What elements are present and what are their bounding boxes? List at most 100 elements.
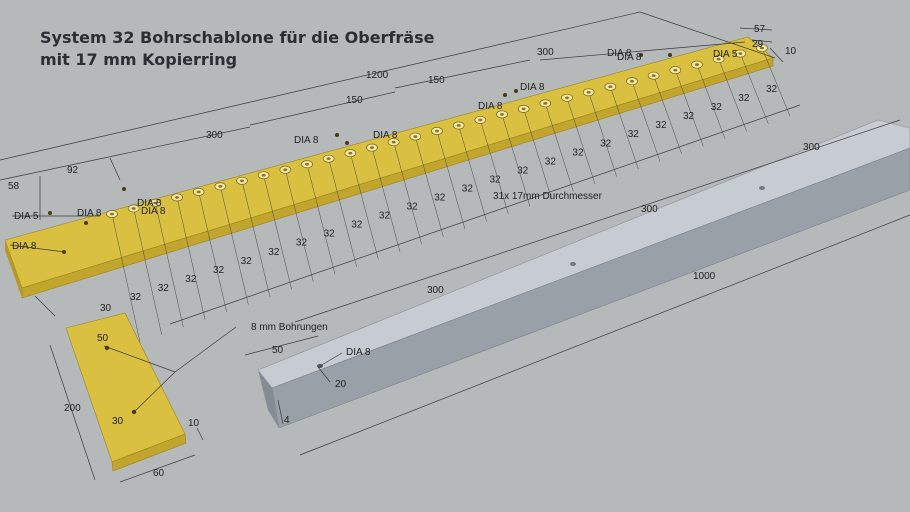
board-section-300-left-label: 300 bbox=[206, 130, 223, 141]
hole-icon bbox=[452, 121, 465, 130]
spacing-label: 32 bbox=[407, 202, 419, 213]
tick-line bbox=[588, 92, 617, 177]
tick-line bbox=[263, 175, 292, 290]
tick-line bbox=[436, 130, 466, 230]
tick-line bbox=[176, 197, 206, 320]
hole-icon bbox=[647, 71, 660, 80]
hole-icon bbox=[582, 88, 595, 97]
block-bores-label: 8 mm Bohrungen bbox=[251, 322, 328, 333]
hole-icon bbox=[431, 127, 443, 135]
spacing-label: 32 bbox=[241, 256, 253, 267]
hole-icon bbox=[691, 60, 703, 69]
block-dimension-lines bbox=[49, 326, 237, 483]
board-first-hole-label: 92 bbox=[67, 165, 79, 176]
hole-icon bbox=[345, 141, 349, 145]
hole-icon bbox=[604, 82, 617, 91]
tick-line bbox=[458, 125, 487, 222]
rail-dimension-lines bbox=[244, 119, 910, 456]
tick-line bbox=[740, 53, 769, 124]
spacing-label: 32 bbox=[296, 238, 308, 249]
hole-icon bbox=[503, 93, 507, 97]
hole-icon bbox=[257, 171, 270, 180]
spacing-label: 32 bbox=[711, 102, 723, 113]
tick-line bbox=[696, 64, 726, 139]
board-thickness-label: 10 bbox=[785, 46, 797, 57]
hole-icon bbox=[756, 44, 768, 52]
board-offset-left-label: 58 bbox=[8, 181, 20, 192]
tick-line bbox=[718, 58, 747, 132]
board-labels: 1200 10 57 29 58 92 30 300 150 150 300 3… bbox=[8, 24, 797, 314]
hole-icon bbox=[669, 66, 682, 75]
spacing-label: 32 bbox=[130, 292, 142, 303]
hole-icon bbox=[366, 143, 378, 152]
hole-icon bbox=[192, 187, 205, 196]
hole-icon bbox=[344, 149, 357, 158]
board-section-150-a-label: 150 bbox=[346, 95, 363, 106]
spacing-label: 32 bbox=[379, 211, 391, 222]
spacing-label: 32 bbox=[655, 120, 667, 131]
spacing-label: 32 bbox=[158, 283, 170, 294]
tick-line bbox=[198, 191, 227, 313]
template-board bbox=[4, 36, 774, 299]
tick-line bbox=[675, 70, 704, 147]
spacing-label: 32 bbox=[490, 174, 502, 185]
tick-line bbox=[610, 86, 639, 170]
tick-line bbox=[220, 186, 249, 305]
board-start-offset-label: 30 bbox=[100, 303, 112, 314]
board-offset-right-label: 29 bbox=[752, 39, 764, 50]
tick-line bbox=[306, 164, 336, 275]
board-dia8-label: DIA 8 bbox=[12, 241, 37, 252]
hole-icon bbox=[639, 53, 643, 57]
rail-hole-dia-label: DIA 8 bbox=[346, 347, 371, 358]
block-top-face bbox=[65, 312, 186, 463]
hole-icon bbox=[48, 211, 52, 215]
spacing-label: 32 bbox=[324, 229, 336, 240]
board-dia8-label: DIA 8 bbox=[520, 82, 545, 93]
board-end-face bbox=[5, 240, 22, 298]
board-hole-row bbox=[106, 44, 768, 218]
hole-icon bbox=[759, 186, 765, 190]
board-dia8-label: DIA 8 bbox=[478, 101, 503, 112]
hole-icon bbox=[335, 133, 339, 137]
board-dia8-label: DIA 8 bbox=[607, 48, 632, 59]
hole-icon bbox=[171, 193, 183, 202]
tick-line bbox=[501, 114, 531, 207]
hole-icon bbox=[236, 176, 248, 185]
block-hole-bottom-label: 30 bbox=[112, 416, 124, 427]
block-thickness-label: 10 bbox=[188, 418, 200, 429]
board-dia8-label: DIA 8 bbox=[617, 52, 642, 63]
board-section-300-right-label: 300 bbox=[537, 47, 554, 58]
board-dia8-label: DIA 8 bbox=[294, 135, 319, 146]
tick-line bbox=[566, 97, 596, 185]
board-dia8-label: DIA 8 bbox=[141, 206, 166, 217]
board-dia8-label: DIA 8 bbox=[137, 198, 162, 209]
spacing-label: 32 bbox=[572, 147, 584, 158]
hole-icon bbox=[409, 132, 422, 141]
spacing-label: 32 bbox=[462, 184, 474, 195]
hole-icon bbox=[712, 55, 725, 64]
rail-spacing-1-label: 300 bbox=[427, 285, 444, 296]
title-line-1: System 32 Bohrschablone für die Oberfräs… bbox=[40, 28, 435, 47]
hole-icon bbox=[122, 187, 126, 191]
tick-line bbox=[350, 153, 379, 260]
hole-icon bbox=[570, 262, 576, 266]
spacing-label: 32 bbox=[213, 265, 225, 276]
tick-line bbox=[111, 213, 141, 343]
tick-line bbox=[133, 208, 162, 335]
tick-line bbox=[393, 142, 422, 245]
spacing-label: 32 bbox=[738, 93, 750, 104]
title-line-2: mit 17 mm Kopierring bbox=[40, 50, 238, 69]
rail-end-offset-label: 50 bbox=[272, 345, 284, 356]
hole-icon bbox=[561, 93, 573, 102]
tick-line bbox=[415, 136, 444, 237]
tick-line bbox=[328, 158, 357, 267]
board-hole-ticks bbox=[111, 47, 791, 343]
board-spacing-labels: 3232323232323232323232323232323232323232… bbox=[130, 84, 778, 303]
hole-icon bbox=[149, 198, 162, 207]
spacing-label: 32 bbox=[600, 138, 612, 149]
board-small-holes bbox=[48, 53, 672, 254]
rail-height-label: 20 bbox=[335, 379, 347, 390]
rail-length-label: 1000 bbox=[693, 271, 716, 282]
hole-icon bbox=[539, 99, 552, 108]
hole-icon bbox=[301, 160, 313, 169]
